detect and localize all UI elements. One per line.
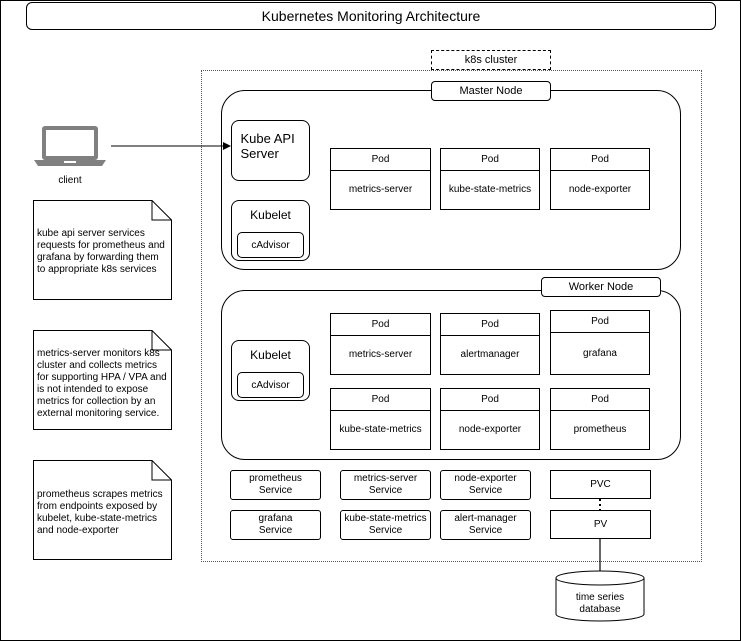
master-pod-kube-state-metrics: Pod kube-state-metrics [440, 148, 540, 210]
pod-name: metrics-server [348, 184, 413, 195]
master-pod-metrics-server: Pod metrics-server [330, 148, 431, 210]
master-pod-node-exporter: Pod node-exporter [550, 148, 650, 210]
pod-header: Pod [551, 149, 649, 171]
pod-name: prometheus [573, 424, 627, 435]
worker-node-label: Worker Node [541, 277, 661, 297]
database-cylinder-icon [555, 570, 645, 622]
note-api-server-text: kube api server services requests for pr… [37, 228, 165, 275]
note-metrics-server: metrics-server monitors k8s cluster and … [33, 330, 172, 430]
service-name: alert-manager [454, 513, 517, 524]
pod-name: kube-state-metrics [339, 424, 422, 435]
pod-name: node-exporter [458, 424, 522, 435]
kube-api-server: Kube API Server [231, 120, 310, 181]
pod-name: alertmanager [460, 349, 520, 360]
service-type: Service [468, 485, 503, 496]
worker-pod-alertmanager: Pod alertmanager [440, 313, 540, 375]
database-label-line1: time series [575, 592, 625, 603]
k8s-cluster-label: k8s cluster [431, 50, 551, 70]
worker-pod-grafana: Pod grafana [550, 310, 650, 375]
note-prometheus-text: prometheus scrapes metrics from endpoint… [37, 489, 163, 536]
worker-kubelet: Kubelet cAdvisor [231, 340, 310, 401]
note-prometheus: prometheus scrapes metrics from endpoint… [33, 460, 172, 560]
master-cadvisor: cAdvisor [237, 232, 304, 258]
note-metrics-server-text: metrics-server monitors k8s cluster and … [37, 348, 167, 419]
diagram-title: Kubernetes Monitoring Architecture [26, 2, 716, 30]
service-type: Service [368, 485, 403, 496]
service-type: Service [258, 485, 293, 496]
service-name: kube-state-metrics [344, 513, 427, 524]
worker-pod-prometheus: Pod prometheus [550, 388, 650, 450]
laptop-icon [34, 124, 106, 168]
pod-header: Pod [441, 389, 539, 411]
pod-name: metrics-server [348, 349, 413, 360]
worker-cadvisor: cAdvisor [237, 372, 304, 398]
master-node-label: Master Node [431, 81, 551, 101]
kube-api-server-label: Kube API Server [240, 130, 295, 161]
pod-name: grafana [583, 347, 617, 359]
service-name: grafana [258, 513, 293, 524]
pod-header: Pod [331, 314, 430, 336]
pod-header: Pod [331, 389, 430, 411]
note-api-server: kube api server services requests for pr… [33, 200, 172, 300]
pvc-box: PVC [550, 470, 651, 499]
service-type: Service [468, 525, 503, 536]
master-kubelet: Kubelet cAdvisor [231, 200, 310, 261]
master-kubelet-label: Kubelet [250, 208, 291, 222]
worker-kubelet-label: Kubelet [250, 348, 291, 362]
worker-pod-metrics-server: Pod metrics-server [330, 313, 431, 375]
k8s-cluster-boundary [201, 70, 702, 562]
pod-header: Pod [331, 149, 430, 171]
pod-header: Pod [441, 149, 539, 171]
service-name: prometheus [249, 473, 302, 484]
pv-box: PV [550, 510, 651, 539]
pod-header: Pod [551, 311, 649, 333]
pod-header: Pod [551, 389, 649, 411]
pod-name: node-exporter [568, 184, 632, 195]
worker-pod-node-exporter: Pod node-exporter [440, 388, 540, 450]
database-label-line2: database [579, 604, 621, 615]
pod-header: Pod [441, 314, 539, 336]
pod-name: kube-state-metrics [448, 184, 532, 195]
service-name: metrics-server [353, 473, 418, 484]
service-type: Service [368, 525, 403, 536]
service-name: node-exporter [454, 473, 517, 484]
service-type: Service [258, 525, 293, 536]
worker-pod-kube-state-metrics: Pod kube-state-metrics [330, 388, 431, 450]
client-label: client [58, 174, 82, 186]
